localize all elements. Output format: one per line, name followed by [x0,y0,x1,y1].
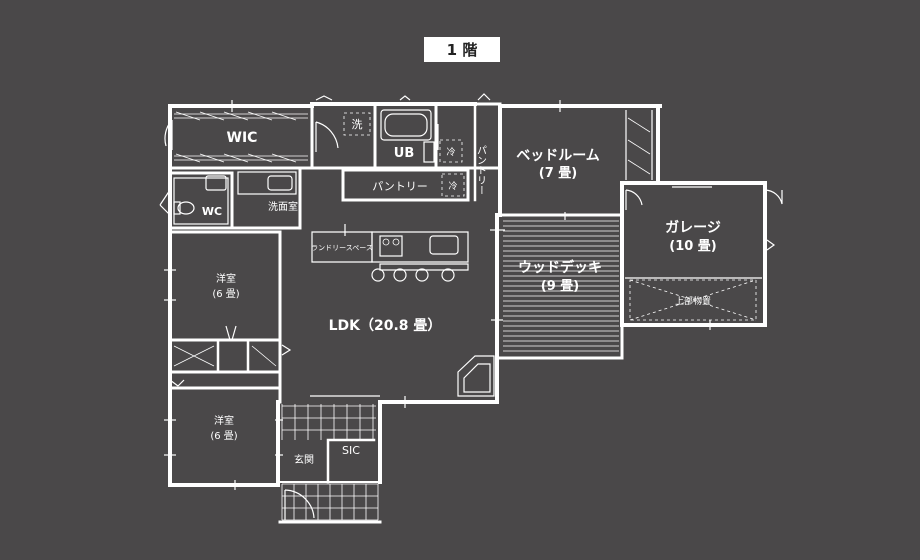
label-ldk: LDK（20.8 畳） [329,318,442,334]
floor-label: 1 階 [447,41,478,59]
wall-pantry [341,168,470,202]
label-west1-size: (6 畳) [212,288,239,300]
window-arrow-1 [399,95,411,101]
closet-shelving [173,345,277,367]
label-pantry-vertical: パントリー [475,145,487,195]
fridge-box-2 [441,173,465,197]
wc-fixtures [173,175,229,225]
label-wc: WC [202,205,222,218]
bathtub [380,109,435,163]
label-west2-size: (6 畳) [210,430,237,442]
entrance-tiles [281,404,379,521]
window-arrow-2 [477,93,491,101]
exterior-walls [168,102,767,524]
door-garage-left [625,189,643,210]
kitchen-fixtures [379,235,459,257]
label-fridge-2: 冷 [448,180,457,192]
label-entrance: 玄関 [294,453,314,466]
wic-shelving [174,111,308,163]
label-west1-name: 洋室 [216,272,236,285]
label-bedroom-name: ベッドルーム [516,148,600,164]
garage-upper-storage [625,186,762,321]
laundry-space-box [311,231,373,263]
floor-badge: 1 階 [424,37,500,62]
doors [159,93,783,520]
window-arrow-3 [315,95,333,101]
washroom-vanity [237,171,297,195]
fridge-box-1 [439,139,463,163]
label-upper-storage: 上部物置 [675,295,711,307]
wall-ldk-right-bottom [378,213,499,404]
label-ub: UB [394,146,414,161]
label-west2-name: 洋室 [214,414,234,427]
label-fridge-1: 冷 [446,146,455,158]
label-sic: SIC [342,444,360,457]
door-entrance [284,489,315,520]
wall-ticks [164,100,711,490]
door-bath-hall [315,121,339,152]
label-bedroom-size: (7 畳) [539,166,577,181]
bar-stools [371,268,455,282]
label-garage-name: ガレージ [665,220,721,236]
door-garage-right [764,189,783,210]
entrance-label-bg [290,451,318,467]
door-wic [164,119,173,150]
door-west1 [225,325,237,341]
deck-outline [498,213,624,360]
bedroom-closet [625,110,653,180]
label-washroom: 洗面室 [268,200,298,213]
door-garage-arrow [766,239,776,251]
corner-fireplace [457,355,495,397]
door-wc [159,189,171,216]
label-laundry-space: ランドリースペース [311,244,373,252]
label-garage-size: (10 畳) [669,239,717,254]
label-deck-name: ウッドデッキ [518,259,602,276]
label-laundry-icon: 洗 [352,118,363,131]
label-deck-size: (9 畳) [541,279,579,294]
floor-badge-box [424,37,500,62]
room-labels: WIC 洗 UB 冷 パントリー ベッドルーム (7 畳) WC 洗面室 パント… [202,118,721,467]
interior-walls [168,102,502,484]
door-hall-arrow [281,344,292,356]
wood-deck [498,213,624,360]
island-counter [379,263,469,271]
appliance-boxes [343,112,465,197]
door-west2-a [169,379,185,387]
washer-box [343,112,371,136]
wall-sic [326,438,376,484]
label-wic: WIC [227,130,258,146]
label-pantry: パントリー [372,180,428,193]
